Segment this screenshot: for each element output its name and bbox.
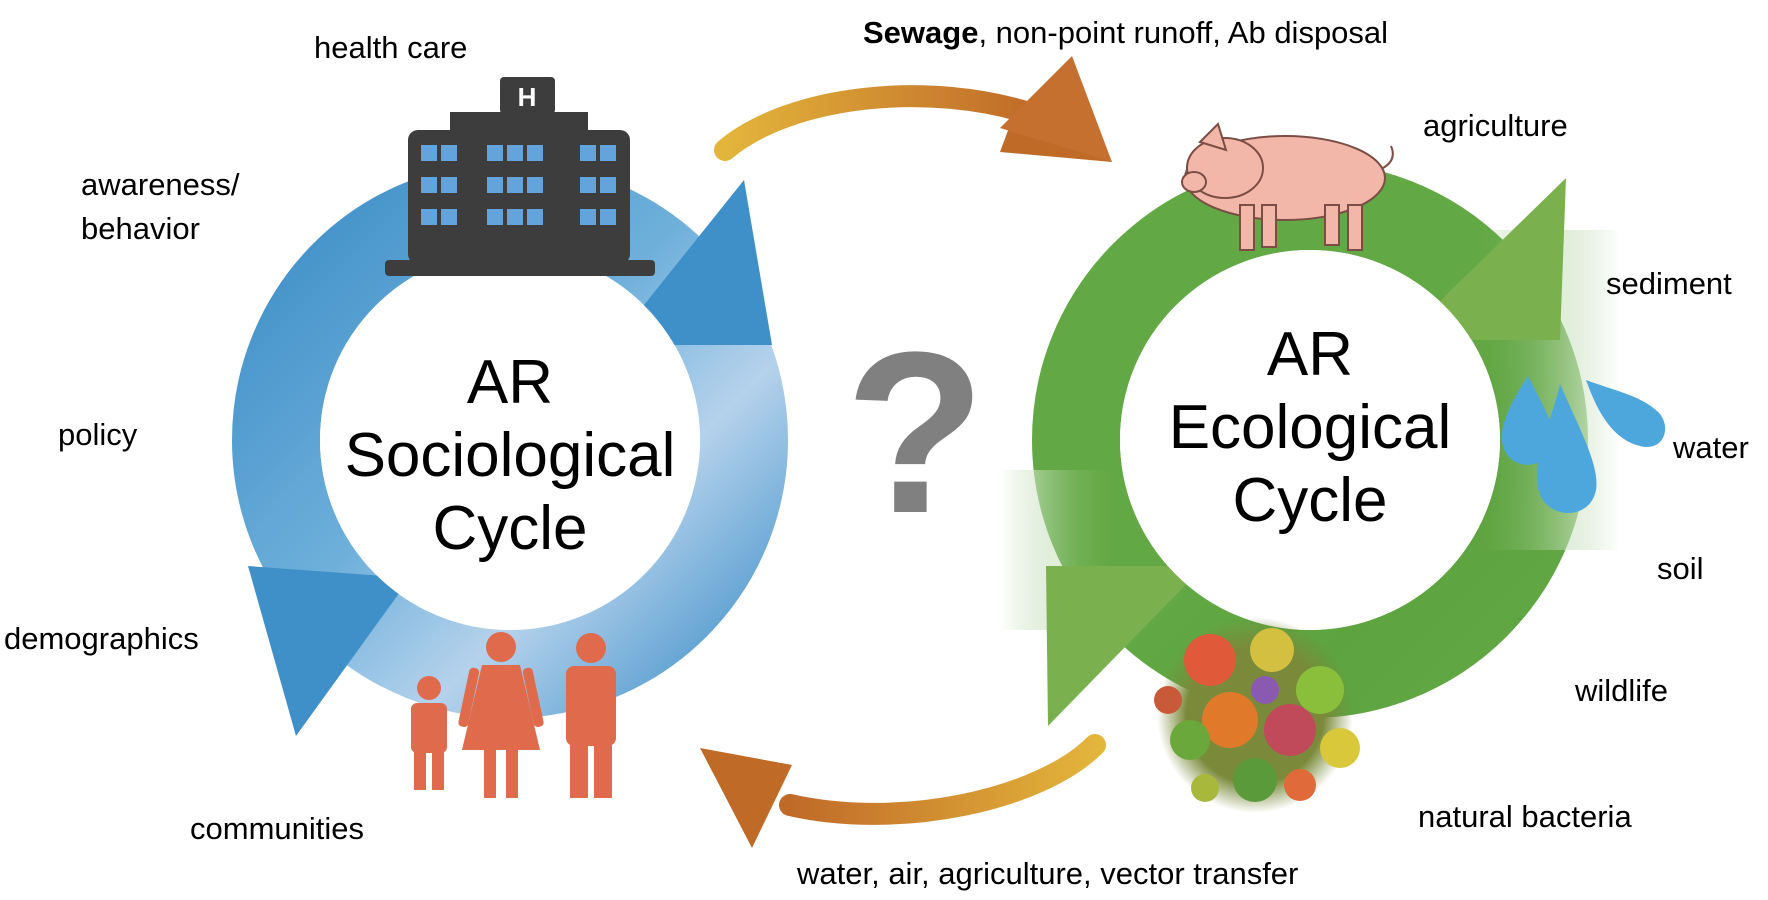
ecological-arrowhead-upper bbox=[1400, 178, 1566, 340]
label-awareness: awareness/ bbox=[81, 167, 240, 202]
bacteria-cluster-icon bbox=[1154, 617, 1360, 813]
ecological-arrowhead-lower bbox=[1046, 566, 1204, 726]
label-transfer-bottom: water, air, agriculture, vector transfer bbox=[797, 856, 1299, 891]
ecological-cycle-title: AR Ecological Cycle bbox=[1110, 318, 1510, 537]
ecological-title-line3: Cycle bbox=[1232, 466, 1388, 536]
label-sewage: Sewage bbox=[863, 15, 979, 50]
hospital-letter: H bbox=[518, 82, 537, 112]
label-water: water bbox=[1673, 430, 1749, 465]
ecological-title-line2: Ecological bbox=[1168, 393, 1452, 463]
label-transfer-top-rest: , non-point runoff, Ab disposal bbox=[978, 15, 1389, 50]
label-health-care: health care bbox=[314, 30, 468, 65]
sociological-arrowhead-upper bbox=[612, 180, 772, 345]
sociological-title-line3: Cycle bbox=[432, 494, 588, 564]
sociological-title-line2: Sociological bbox=[344, 421, 676, 491]
transfer-arrow-bottom bbox=[700, 734, 1106, 848]
label-soil: soil bbox=[1657, 551, 1704, 586]
label-behavior: behavior bbox=[81, 211, 200, 246]
ecological-title-line1: AR bbox=[1266, 320, 1354, 389]
water-drops-icon bbox=[1501, 376, 1666, 514]
label-communities: communities bbox=[190, 811, 364, 846]
question-mark: ? bbox=[845, 304, 986, 561]
family-people-icon bbox=[411, 632, 616, 798]
sociological-cycle-title: AR Sociological Cycle bbox=[310, 346, 710, 565]
label-transfer-top: Sewage, non-point runoff, Ab disposal bbox=[863, 17, 1388, 48]
pig-icon bbox=[1181, 122, 1394, 251]
label-natural-bacteria: natural bacteria bbox=[1418, 799, 1632, 834]
label-wildlife: wildlife bbox=[1575, 673, 1669, 708]
hospital-icon: H bbox=[385, 77, 655, 276]
label-demographics: demographics bbox=[4, 621, 199, 656]
sociological-title-line1: AR bbox=[466, 348, 554, 417]
sociological-arrowhead-lower bbox=[248, 566, 410, 736]
label-agriculture: agriculture bbox=[1423, 108, 1568, 143]
transfer-arrow-top bbox=[714, 56, 1112, 162]
label-policy: policy bbox=[58, 417, 138, 452]
label-sediment: sediment bbox=[1606, 266, 1732, 301]
